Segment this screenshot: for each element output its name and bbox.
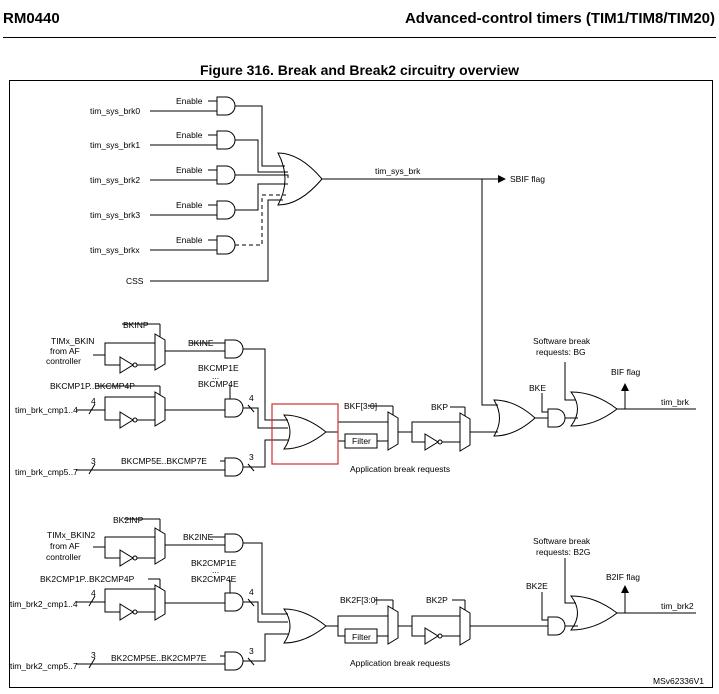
brk2-cmp5-7-enable-label: BK2CMP5E..BK2CMP7E [111, 653, 207, 663]
document-id: RM0440 [3, 10, 60, 27]
brk-bke-label: BKE [529, 383, 546, 393]
section-title: Advanced-control timers (TIM1/TIM8/TIM20… [404, 10, 715, 27]
sys-enable-3-label: Enable [176, 200, 203, 210]
brk-combine-or [493, 399, 536, 437]
figure-frame [9, 80, 713, 688]
sys-enable-2-label: Enable [176, 165, 203, 175]
brk2-cmp-enable-0: BK2CMP1E [191, 558, 237, 568]
page-header: RM0440 Advanced-control timers (TIM1/TIM… [0, 4, 719, 34]
brk-cmp-enable-2: BKCMP4E [198, 379, 239, 389]
brk2-bus3-in-label: 3 [91, 650, 96, 660]
sys-and-gate-0 [216, 96, 236, 116]
brk2-and-cmp [224, 592, 244, 612]
brk-final-or [569, 391, 618, 427]
brk2-sw-req-0: Software break [533, 536, 591, 546]
brk2-app-requests-label: Application break requests [350, 658, 450, 668]
brk2-filter-cfg-label: BK2F[3:0] [340, 595, 378, 605]
brk-bkinp-label: BKINP [123, 320, 149, 330]
brk-and-cmp [224, 398, 244, 418]
sys-and-gate-1 [216, 130, 236, 150]
b2if-flag-label: B2IF flag [606, 572, 640, 582]
brk2-and-bkine [224, 533, 244, 553]
brk2-bus4-out-label: 4 [249, 587, 254, 597]
brk2-final-or [569, 595, 618, 631]
brk-bkin-source-2: controller [46, 356, 81, 366]
tim-brk-label: tim_brk [661, 397, 690, 407]
brk-bkin-source-0: TIMx_BKIN [51, 336, 94, 346]
brk-and-cmp5-7 [224, 457, 244, 477]
brk2-filter-label: Filter [352, 632, 371, 642]
sys-enable-1-label: Enable [176, 130, 203, 140]
brk2-cmp5-7-label: tim_brk2_cmp5..7 [10, 661, 78, 671]
brk-mux-polarity [459, 412, 471, 452]
brk-bkp-label: BKP [431, 402, 448, 412]
brk-mux-filter [387, 411, 399, 451]
brk2-bus4-in-label: 4 [91, 588, 96, 598]
brk2-cmp-enable-2: BK2CMP4E [191, 574, 237, 584]
brk-and-bke [547, 408, 566, 428]
sys-or-gate [277, 152, 323, 206]
brk2-and-bke [547, 616, 566, 636]
brk2-cmp1-4-label: tim_brk2_cmp1..4 [10, 599, 78, 609]
sys-input-0-label: tim_sys_brk0 [90, 106, 140, 116]
sys-enable-0-label: Enable [176, 96, 203, 106]
brk2-bus3-out-label: 3 [249, 646, 254, 656]
brk-bus4-out-label: 4 [249, 393, 254, 403]
brk-bus4-in-label: 4 [91, 396, 96, 406]
brk2-and-cmp5-7 [224, 651, 244, 671]
sys-input-3-label: tim_sys_brk3 [90, 210, 140, 220]
highlight-box [271, 403, 339, 465]
sys-enable-x-label: Enable [176, 235, 203, 245]
brk-cmp5-7-label: tim_brk_cmp5..7 [15, 467, 78, 477]
brk-bus3-in-label: 3 [91, 456, 96, 466]
brk2-or-gate [283, 608, 327, 644]
brk2-bkin-source-1: from AF [50, 541, 80, 551]
sbif-flag-label: SBIF flag [510, 174, 545, 184]
brk-cmp1-4-label: tim_brk_cmp1..4 [15, 405, 78, 415]
brk-filter-label: Filter [352, 436, 371, 446]
sys-input-1-label: tim_sys_brk1 [90, 140, 140, 150]
brk-bkine-label: BKINE [188, 338, 214, 348]
brk2-mux-polarity [459, 606, 471, 646]
bif-flag-label: BIF flag [611, 367, 641, 377]
brk-bkin-source-1: from AF [50, 346, 80, 356]
brk-sw-req-0: Software break [533, 336, 591, 346]
brk-cmp-pol-label: BKCMP1P..BKCMP4P [50, 381, 135, 391]
figure-ref-code: MSv62336V1 [653, 676, 704, 686]
figure-title: Figure 316. Break and Break2 circuitry o… [199, 62, 520, 78]
brk2-bkin-source-2: controller [46, 552, 81, 562]
brk2-bkine-label: BK2INE [183, 532, 214, 542]
brk-or-gate [283, 414, 327, 450]
brk-bus3-out-label: 3 [249, 452, 254, 462]
brk2-cmp-pol-label: BK2CMP1P..BK2CMP4P [40, 574, 135, 584]
brk2-cmp-enable-1: ... [212, 565, 219, 575]
brk-sw-req-1: requests: BG [536, 347, 586, 357]
sys-input-x-label: tim_sys_brkx [90, 245, 140, 255]
brk-cmp5-7-enable-label: BKCMP5E..BKCMP7E [121, 456, 207, 466]
brk2-bkin-source-0: TIMx_BKIN2 [47, 530, 95, 540]
brk2-bke-label: BK2E [526, 581, 548, 591]
brk2-mux-filter [387, 605, 399, 645]
tim-sys-brk-label: tim_sys_brk [375, 166, 421, 176]
brk2-bkinp-label: BK2INP [113, 515, 144, 525]
brk-app-requests-label: Application break requests [350, 464, 450, 474]
brk-cmp-enable-1: ... [212, 371, 219, 381]
sys-input-2-label: tim_sys_brk2 [90, 175, 140, 185]
brk-filter-cfg-label: BKF[3:0] [344, 401, 377, 411]
brk-mux-bkin [154, 333, 166, 371]
tim-brk2-label: tim_brk2 [661, 601, 694, 611]
css-label: CSS [126, 276, 144, 286]
brk-cmp-enable-0: BKCMP1E [198, 363, 239, 373]
sys-and-gate-x [216, 235, 236, 255]
brk-mux-cmp [154, 391, 166, 427]
sys-and-gate-2 [216, 165, 236, 185]
brk2-mux-cmp [154, 584, 166, 621]
sys-and-gate-3 [216, 200, 236, 220]
brk2-bk2p-label: BK2P [426, 595, 448, 605]
brk2-mux-bkin [154, 527, 166, 565]
brk2-sw-req-1: requests: B2G [536, 547, 590, 557]
brk-and-bkine [224, 339, 244, 359]
header-rule [3, 37, 716, 38]
